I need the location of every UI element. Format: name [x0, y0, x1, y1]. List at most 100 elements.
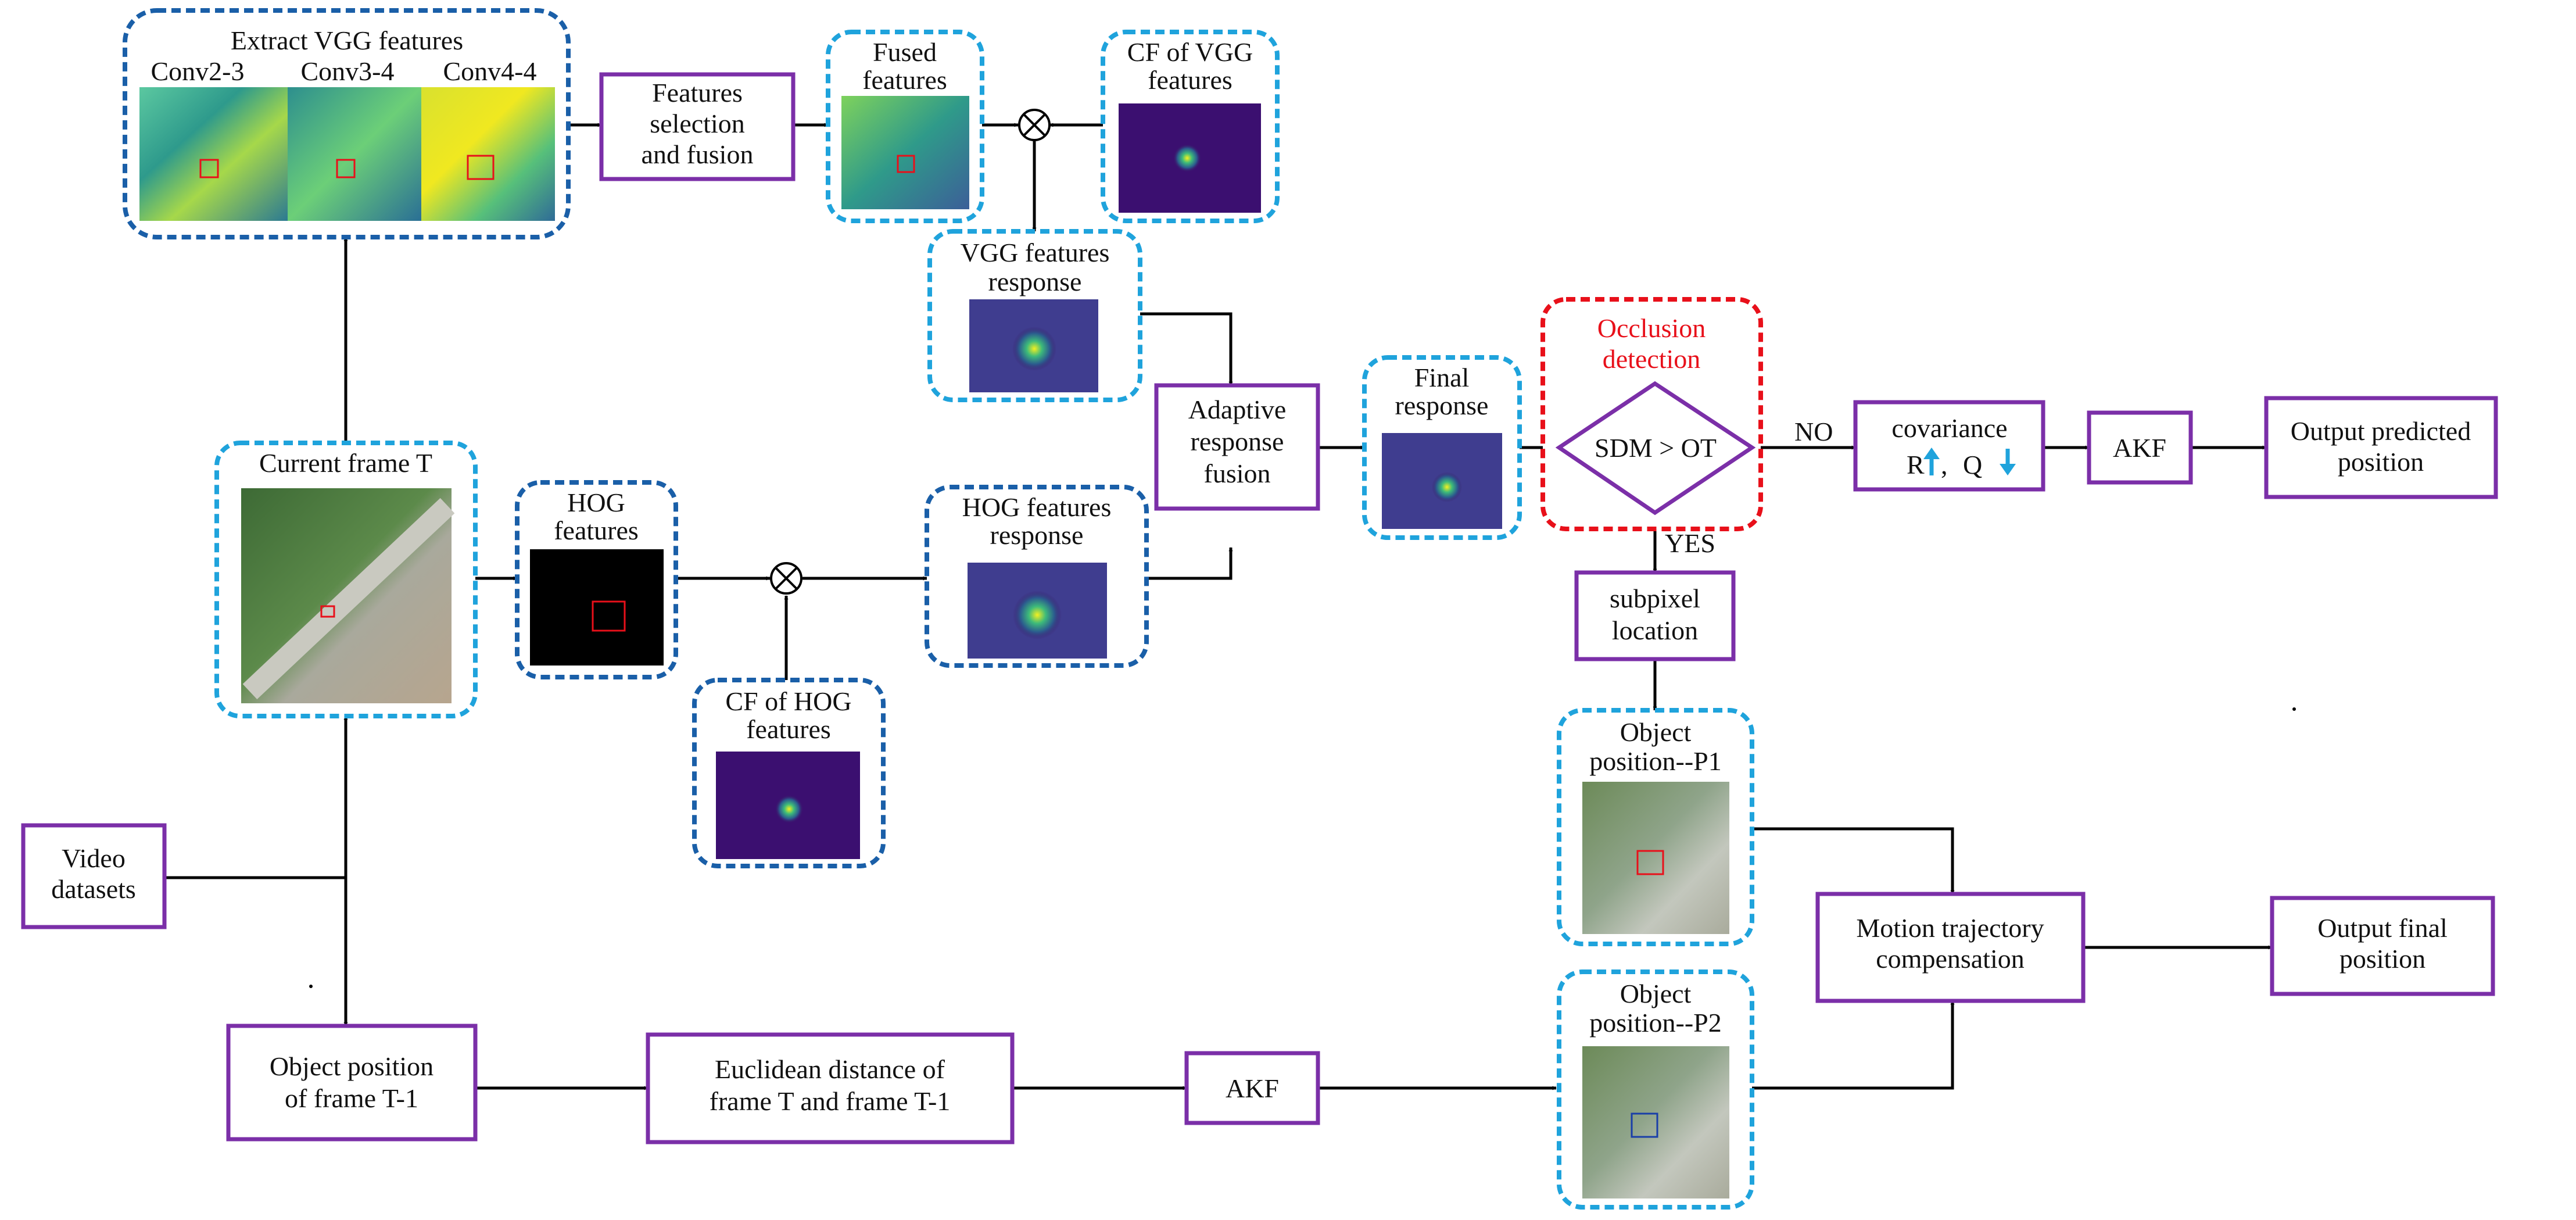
cf-vgg-line2: features [1148, 65, 1233, 95]
covariance-line1: covariance [1891, 413, 2007, 443]
vgg-target-box-3 [467, 155, 495, 180]
object-prev-box: Object position of frame T-1 [226, 1024, 478, 1142]
cf-vgg-peak [1173, 144, 1201, 172]
akf-bottom-label: AKF [1226, 1074, 1279, 1103]
video-datasets-line1: Video [62, 843, 126, 873]
vgg-map-conv4-4 [421, 87, 555, 221]
vgg-target-box-2 [336, 159, 356, 178]
stray-dot-1 [2292, 707, 2296, 711]
subpixel-line1: subpixel [1610, 584, 1700, 613]
hog-features-group: HOG features [515, 480, 678, 679]
fused-features-map [841, 96, 969, 209]
fused-features-line2: features [862, 65, 947, 95]
hog-response-line1: HOG features [962, 492, 1112, 522]
p2-target-box [1631, 1112, 1658, 1138]
occlusion-group: Occlusion detection SDM > OT [1540, 297, 1763, 531]
adaptive-fusion-box: Adaptive response fusion [1154, 383, 1320, 511]
motion-border [1815, 892, 2086, 1003]
features-selection-border [599, 72, 796, 181]
edge-hogresp-to-adaptive [1147, 547, 1233, 580]
output-final-line1: Output final [2317, 913, 2448, 943]
vgg-title: Extract VGG features [231, 26, 463, 55]
hog-features-map [530, 549, 664, 666]
vgg-features-group: Extract VGG features Conv2-3 Conv3-4 Con… [123, 8, 571, 239]
p1-line2: position--P1 [1589, 746, 1721, 776]
motion-box: Motion trajectory compensation [1815, 892, 2086, 1003]
hog-response-group: HOG features response [925, 485, 1149, 668]
hog-target-box [592, 600, 626, 632]
branch-no-label: NO [1794, 417, 1833, 446]
video-datasets-border [21, 823, 167, 929]
features-selection-line2: selection [650, 109, 745, 138]
subpixel-line2: location [1612, 616, 1698, 645]
cf-hog-line1: CF of HOG [725, 686, 851, 716]
final-response-line1: Final [1414, 363, 1470, 392]
vgg-response-line1: VGG features [961, 238, 1110, 267]
cf-vgg-line1: CF of VGG [1127, 37, 1253, 67]
hog-response-line2: response [990, 520, 1084, 550]
p1-target-box [1636, 850, 1664, 875]
edge-p2-to-motion [1752, 1000, 1955, 1090]
adaptive-fusion-line3: fusion [1204, 459, 1271, 488]
vgg-map-conv3-4 [288, 87, 421, 221]
output-predicted-border [2264, 396, 2498, 499]
output-final-line2: position [2339, 944, 2425, 974]
object-prev-line2: of frame T-1 [285, 1083, 418, 1113]
euclid-box: Euclidean distance of frame T and frame … [646, 1032, 1015, 1144]
p2-line2: position--P2 [1589, 1008, 1721, 1037]
adaptive-fusion-line2: response [1191, 427, 1284, 456]
features-selection-box: Features selection and fusion [599, 72, 796, 181]
output-predicted-box: Output predicted position [2264, 396, 2498, 499]
akf-bottom-box: AKF [1184, 1051, 1320, 1125]
euclid-border [646, 1032, 1015, 1144]
covariance-separator: , [1941, 450, 1948, 480]
covariance-q-label: Q [1963, 450, 1982, 480]
final-response-group: Final response [1362, 355, 1522, 540]
vgg-layer-conv4-4: Conv4-4 [443, 56, 537, 86]
stray-dot-2 [309, 985, 313, 988]
vgg-layer-conv3-4: Conv3-4 [301, 56, 395, 86]
current-frame-road [242, 498, 455, 700]
covariance-border [1853, 400, 2045, 492]
adaptive-fusion-line1: Adaptive [1188, 395, 1287, 424]
branch-yes-label: YES [1665, 528, 1715, 558]
vgg-response-line2: response [988, 267, 1082, 296]
cf-hog-group: CF of HOG features [692, 678, 886, 868]
video-datasets-line2: datasets [51, 874, 136, 904]
features-selection-line3: and fusion [642, 139, 754, 169]
vgg-map-conv2-3 [139, 87, 288, 221]
output-predicted-line1: Output predicted [2291, 416, 2471, 446]
vgg-response-peak [1012, 327, 1056, 371]
euclid-line2: frame T and frame T-1 [710, 1086, 951, 1116]
hog-features-line2: features [554, 516, 639, 545]
hog-multiply-cross [775, 567, 798, 590]
p1-line1: Object [1620, 717, 1692, 747]
akf-bottom-border [1184, 1051, 1320, 1125]
vgg-response-group: VGG features response [927, 229, 1142, 402]
fused-features-group: Fused features [826, 30, 984, 223]
cf-hog-line2: features [746, 714, 831, 744]
object-prev-border [226, 1024, 478, 1142]
motion-line1: Motion trajectory [1856, 913, 2044, 943]
vgg-target-box-1 [199, 159, 219, 178]
edge-vggresp-to-adaptive [1140, 312, 1233, 386]
occlusion-condition: SDM > OT [1595, 433, 1717, 463]
covariance-r-label: R [1907, 450, 1925, 480]
vgg-multiply-symbol [1018, 109, 1051, 141]
edge-p1-to-motion [1752, 827, 1955, 895]
output-final-border [2270, 896, 2495, 996]
adaptive-fusion-border [1154, 383, 1320, 511]
occlusion-title-line2: detection [1603, 344, 1701, 374]
covariance-box: covariance R , Q [1853, 400, 2045, 492]
current-frame-group: Current frame T [214, 441, 478, 718]
fused-features-line1: Fused [873, 37, 937, 67]
p1-group: Object position--P1 [1557, 708, 1754, 946]
akf-top-border [2087, 410, 2193, 485]
hog-multiply-symbol [770, 562, 802, 595]
final-response-peak [1432, 472, 1462, 502]
output-predicted-line2: position [2338, 447, 2424, 477]
occlusion-decision-diamond [1555, 381, 1756, 516]
akf-top-label: AKF [2113, 433, 2166, 463]
final-response-line2: response [1395, 391, 1489, 420]
subpixel-box: subpixel location [1574, 570, 1736, 661]
